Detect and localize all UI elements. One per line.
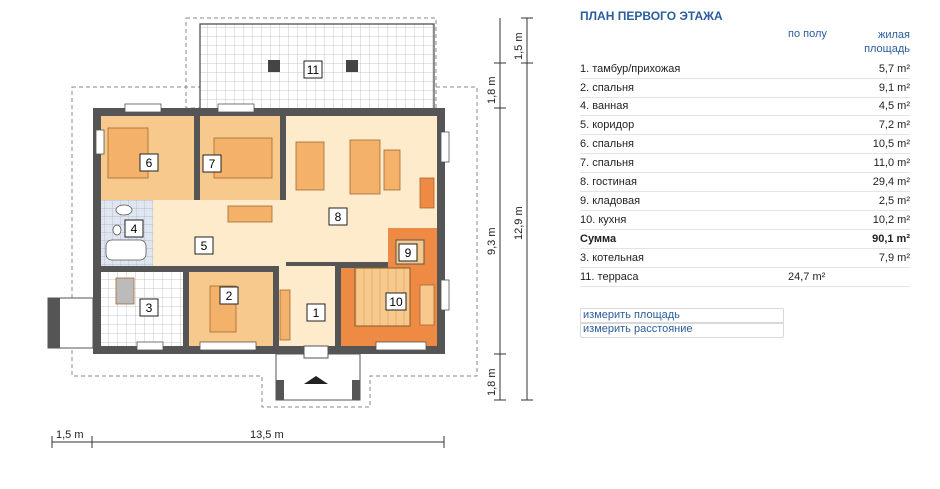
windows: [95, 103, 450, 351]
svg-text:5: 5: [201, 239, 208, 253]
entrance-porch: [275, 345, 361, 401]
svg-text:6: 6: [146, 156, 153, 170]
measure-area-button[interactable]: измерить площадь: [580, 308, 784, 324]
furniture: [107, 127, 435, 341]
dimension-lines: [51, 17, 533, 448]
dim-bottom-left: 1,5 m: [56, 429, 84, 441]
col-header-living: жилая площадь: [864, 29, 910, 55]
col-header-floor: по полу: [788, 28, 827, 40]
room-label-9: 9: [398, 243, 418, 262]
svg-text:8: 8: [335, 210, 342, 224]
terrace: [199, 23, 435, 113]
room-label-5: 5: [194, 236, 214, 255]
dim-bottom-main: 13,5 m: [250, 429, 284, 441]
dim-right-total: 12,9 m: [513, 206, 525, 240]
svg-text:2: 2: [226, 289, 233, 303]
room-label-6: 6: [139, 153, 159, 172]
room-label-3: 3: [139, 298, 159, 317]
dim-right-middle: 9,3 m: [486, 227, 498, 255]
room-label-2: 2: [219, 286, 239, 305]
room-label-11: 11: [303, 60, 323, 79]
area-legend: ПЛАН ПЕРВОГО ЭТАЖА по полу жилая площадь…: [560, 0, 940, 489]
room-label-7: 7: [202, 154, 222, 173]
floor-plan: 11 6 7 8 4 5 9 2 10 3 1 1,5 m 1,8 m 9,3 …: [47, 17, 533, 448]
dimension-labels: 1,5 m 1,8 m 9,3 m 12,9 m 1,8 m 1,5 m 13,…: [56, 32, 525, 441]
svg-text:1: 1: [313, 306, 320, 320]
room-label-4: 4: [124, 219, 144, 238]
dim-right-lower: 1,8 m: [486, 368, 498, 396]
left-annex: [47, 297, 94, 349]
svg-text:9: 9: [405, 246, 412, 260]
room-labels: 11 6 7 8 4 5 9 2 10 3 1: [124, 60, 418, 322]
dim-top-right-terrace: 1,5 m: [513, 32, 525, 60]
svg-text:10: 10: [389, 295, 403, 309]
svg-text:4: 4: [131, 222, 138, 236]
svg-text:7: 7: [209, 157, 216, 171]
svg-text:3: 3: [146, 301, 153, 315]
room-label-10: 10: [385, 292, 407, 311]
room-label-8: 8: [328, 207, 348, 226]
dim-right-upper: 1,8 m: [486, 76, 498, 104]
svg-text:11: 11: [307, 63, 320, 77]
room-label-1: 1: [306, 303, 326, 322]
legend-title: ПЛАН ПЕРВОГО ЭТАЖА: [580, 9, 723, 23]
bath-fixtures: [105, 204, 147, 261]
measure-distance-button[interactable]: измерить расстояние: [580, 322, 784, 338]
